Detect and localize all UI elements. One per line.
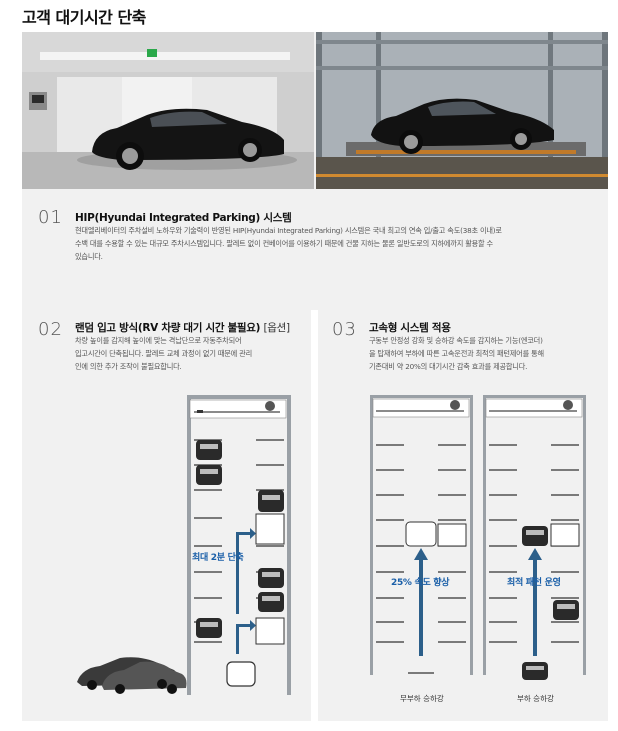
section-body: 차량 높이를 감지해 높이에 맞는 격납단으로 자동주차되어 입고시간이 단축됩… [75, 334, 305, 373]
section-number: 03 [332, 319, 357, 340]
body-line: 있습니다. [75, 252, 103, 261]
speed-callout: 25% 속도 향상 [391, 578, 450, 588]
section-number: 01 [38, 207, 63, 228]
body-line: 차량 높이를 감지해 높이에 맞는 격납단으로 자동주차되어 [75, 336, 242, 345]
body-line: 수백 대를 수용할 수 있는 대규모 주차시스템입니다. 팔레트 없이 컨베이어… [75, 239, 493, 248]
car-lift-photo [316, 32, 608, 189]
section-title: HIP(Hyundai Integrated Parking) 시스템 [75, 212, 292, 224]
option-tag: [옵션] [263, 322, 291, 334]
parking-tower-diagram [370, 395, 586, 680]
body-line: 입고시간이 단축됩니다. 팔레트 교체 과정이 없기 때문에 관리 [75, 349, 252, 358]
section-body: 현대엘리베이터의 주차설비 노하우와 기술력이 반영된 HIP(Hyundai … [75, 224, 605, 263]
body-line: 구동부 안정성 강화 및 승하강 속도를 감지하는 기능(엔코더) [369, 336, 543, 345]
body-line: 인에 의한 추가 조작이 불필요합니다. [75, 362, 182, 371]
pattern-callout: 최적 패턴 운영 [507, 578, 561, 588]
section-number: 02 [38, 319, 63, 340]
body-line: 을 탑재하여 부하에 따른 고속운전과 최적의 패턴제어를 통해 [369, 349, 544, 358]
section-title: 랜덤 입고 방식(RV 차량 대기 시간 불필요) [옵션] [75, 320, 290, 335]
hero-section: 01 HIP(Hyundai Integrated Parking) 시스템 현… [22, 32, 608, 310]
page-title: 고객 대기시간 단축 [22, 8, 146, 27]
lift-arrow-icon [414, 548, 542, 656]
body-line: 기존대비 약 20%의 대기시간 감축 효과를 제공합니다. [369, 362, 528, 371]
parking-tower-diagram [77, 395, 291, 695]
section-body: 구동부 안정성 강화 및 승하강 속도를 감지하는 기능(엔코더) 을 탑재하여… [369, 334, 604, 373]
caption-load: 부하 승하강 [517, 694, 554, 703]
time-saving-callout: 최대 2분 단축 [192, 553, 244, 563]
car-icon [77, 657, 187, 694]
body-line: 현대엘리베이터의 주차설비 노하우와 기술력이 반영된 HIP(Hyundai … [75, 226, 502, 235]
section-title-text: 랜덤 입고 방식(RV 차량 대기 시간 불필요) [75, 322, 261, 334]
high-speed-panel: 03 고속형 시스템 적용 구동부 안정성 강화 및 승하강 속도를 감지하는 … [318, 300, 608, 721]
section-title: 고속형 시스템 적용 [369, 322, 451, 334]
caption-no-load: 무부하 승하강 [400, 694, 444, 703]
car-showroom-photo [22, 32, 314, 189]
lift-arrow-icon [236, 528, 256, 654]
random-entry-panel: 02 랜덤 입고 방식(RV 차량 대기 시간 불필요) [옵션] 차량 높이를… [22, 300, 311, 721]
